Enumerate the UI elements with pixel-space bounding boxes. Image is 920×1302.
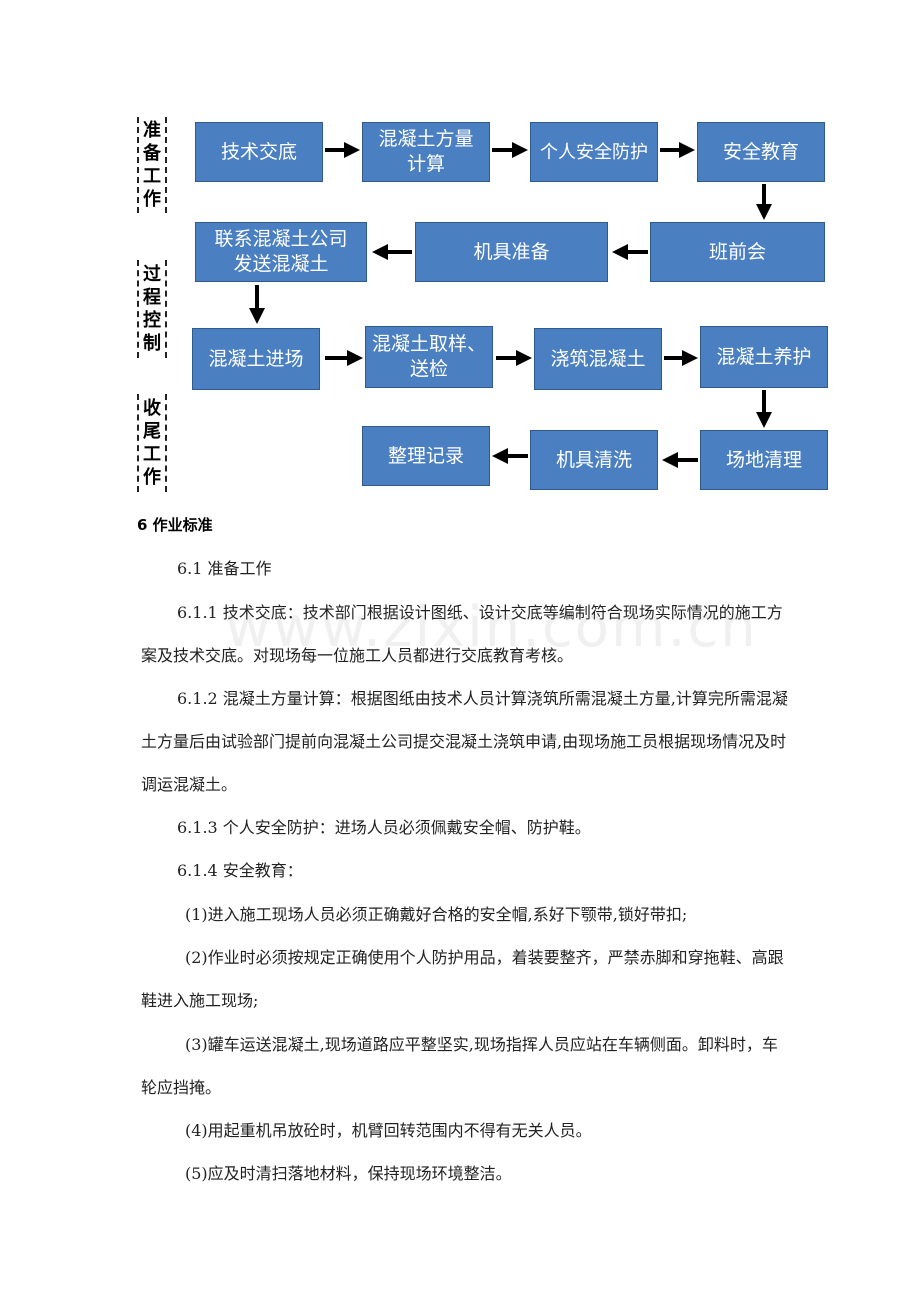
- para-item-4: (4)用起重机吊放砼时，机臂回转范围内不得有无关人员。: [185, 1121, 592, 1140]
- step-site-cleaning: 场地清理: [700, 430, 828, 490]
- stage-label-prep: 准 备 工 作: [137, 117, 167, 213]
- section-heading: 6 作业标准: [137, 516, 213, 534]
- step-sampling: 混凝土取样、 送检: [365, 326, 493, 388]
- para-item-2: (2)作业时必须按规定正确使用个人防护用品，着装要整齐，严禁赤脚和穿拖鞋、高跟鞋…: [141, 948, 784, 1010]
- watermark: www.zixin.com.cn: [225, 595, 758, 660]
- para-6-1-2: 6.1.2 混凝土方量计算：根据图纸由技术人员计算浇筑所需混凝土方量,计算完所需…: [141, 689, 788, 794]
- step-team-meeting: 班前会: [650, 222, 825, 282]
- para-6-1-1: 6.1.1 技术交底：技术部门根据设计图纸、设计交底等编制符合现场实际情况的施工…: [141, 603, 783, 665]
- step-personal-protection: 个人安全防护: [530, 122, 658, 182]
- step-curing: 混凝土养护: [700, 326, 828, 388]
- para-6-1: 6.1 准备工作: [177, 559, 272, 578]
- step-pouring: 浇筑混凝土: [534, 328, 662, 390]
- para-6-1-4: 6.1.4 安全教育：: [177, 861, 303, 880]
- stage-label-closing: 收 尾 工 作: [137, 394, 167, 492]
- step-organize-records: 整理记录: [362, 426, 490, 486]
- step-concrete-volume-calc: 混凝土方量 计算: [362, 122, 490, 182]
- step-concrete-entry: 混凝土进场: [192, 328, 320, 390]
- step-tech-briefing: 技术交底: [195, 122, 323, 182]
- para-item-1: (1)进入施工现场人员必须正确戴好合格的安全帽,系好下颚带,锁好带扣;: [185, 905, 688, 924]
- step-equipment-prep: 机具准备: [415, 222, 608, 282]
- step-contact-concrete-company: 联系混凝土公司 发送混凝土: [195, 222, 367, 282]
- flow-arrows: [249, 142, 772, 468]
- step-equipment-cleaning: 机具清洗: [530, 430, 658, 490]
- step-safety-education: 安全教育: [697, 122, 825, 182]
- para-item-3: (3)罐车运送混凝土,现场道路应平整坚实,现场指挥人员应站在车辆侧面。卸料时，车…: [141, 1035, 778, 1097]
- para-item-5: (5)应及时清扫落地材料，保持现场环境整洁。: [185, 1164, 512, 1183]
- para-6-1-3: 6.1.3 个人安全防护：进场人员必须佩戴安全帽、防护鞋。: [177, 818, 591, 837]
- stage-label-process: 过 程 控 制: [137, 260, 167, 358]
